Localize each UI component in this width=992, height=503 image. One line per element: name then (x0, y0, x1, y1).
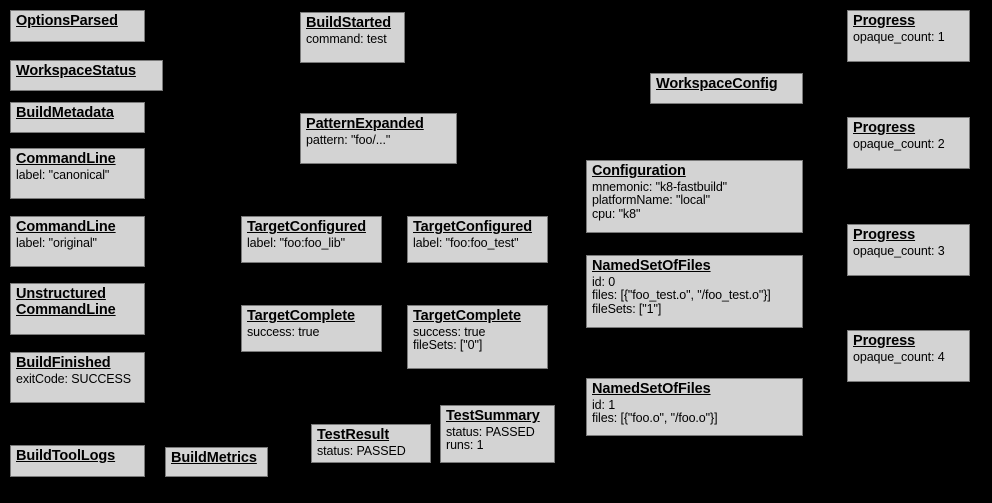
node-title: NamedSetOfFiles (592, 381, 711, 397)
node-field: label: "foo:foo_test" (413, 235, 519, 250)
node-fields: mnemonic: "k8-fastbuild"platformName: "l… (592, 179, 797, 222)
node-field: runs: 1 (446, 438, 484, 453)
node-field: cpu: "k8" (592, 206, 641, 221)
node-field: opaque_count: 2 (853, 136, 945, 151)
node-title: BuildToolLogs (16, 448, 116, 464)
node-fields: label: "canonical" (16, 167, 139, 183)
node-field: opaque_count: 1 (853, 29, 945, 44)
node-field: files: [{"foo.o", "/foo.o"}] (592, 411, 718, 426)
node-unstructured-command-line[interactable]: Unstructured CommandLine (10, 283, 145, 335)
node-title: Progress (853, 227, 916, 243)
node-fields: success: true (247, 324, 376, 340)
node-fields: label: "foo:foo_test" (413, 235, 542, 251)
node-fields: label: "original" (16, 235, 139, 251)
node-field: platformName: "local" (592, 193, 710, 208)
node-field: label: "original" (16, 235, 97, 250)
node-fields: command: test (306, 31, 399, 47)
node-title: TargetComplete (413, 308, 521, 324)
node-title: WorkspaceConfig (656, 76, 778, 92)
node-title: Progress (853, 13, 916, 29)
node-fields: status: PASSED (317, 443, 425, 459)
node-title: BuildMetadata (16, 105, 114, 121)
node-title: Progress (853, 120, 916, 136)
node-field: success: true (247, 324, 320, 339)
node-title: Configuration (592, 163, 686, 179)
node-title: BuildFinished (16, 355, 111, 371)
node-field: status: PASSED (446, 424, 535, 439)
node-field: label: "foo:foo_lib" (247, 235, 345, 250)
node-workspace-status[interactable]: WorkspaceStatus (10, 60, 163, 91)
node-field: id: 1 (592, 397, 616, 412)
node-title: TargetConfigured (413, 219, 532, 235)
node-field: files: [{"foo_test.o", "/foo_test.o"}] (592, 288, 771, 303)
node-title: TestResult (317, 427, 390, 443)
node-field: success: true (413, 324, 486, 339)
node-fields: pattern: "foo/..." (306, 132, 451, 148)
node-options-parsed[interactable]: OptionsParsed (10, 10, 145, 42)
node-field: opaque_count: 3 (853, 243, 945, 258)
node-title: Progress (853, 333, 916, 349)
node-title: Unstructured CommandLine (16, 286, 116, 318)
node-field: fileSets: ["0"] (413, 338, 483, 353)
node-title: PatternExpanded (306, 116, 424, 132)
node-field: status: PASSED (317, 443, 406, 458)
node-field: label: "canonical" (16, 167, 110, 182)
node-build-metadata[interactable]: BuildMetadata (10, 102, 145, 133)
node-field: mnemonic: "k8-fastbuild" (592, 179, 728, 194)
node-fields: opaque_count: 4 (853, 349, 964, 365)
node-title: TargetComplete (247, 308, 355, 324)
node-title: CommandLine (16, 219, 116, 235)
node-fields: opaque_count: 2 (853, 136, 964, 152)
node-title: WorkspaceStatus (16, 63, 136, 79)
node-title: OptionsParsed (16, 13, 118, 29)
node-build-metrics[interactable]: BuildMetrics (165, 447, 268, 477)
node-title: BuildMetrics (171, 450, 257, 466)
node-fields: opaque_count: 1 (853, 29, 964, 45)
node-field: command: test (306, 31, 387, 46)
node-field: id: 0 (592, 274, 616, 289)
node-title: BuildStarted (306, 15, 392, 31)
node-title: TestSummary (446, 408, 540, 424)
node-fields: exitCode: SUCCESS (16, 371, 139, 387)
node-title: CommandLine (16, 151, 116, 167)
node-title: TargetConfigured (247, 219, 366, 235)
node-workspace-config[interactable]: WorkspaceConfig (650, 73, 803, 104)
node-fields: label: "foo:foo_lib" (247, 235, 376, 251)
node-field: exitCode: SUCCESS (16, 371, 132, 386)
node-field: pattern: "foo/..." (306, 132, 391, 147)
node-field: fileSets: ["1"] (592, 301, 662, 316)
node-title: NamedSetOfFiles (592, 258, 711, 274)
node-fields: opaque_count: 3 (853, 243, 964, 259)
node-build-tool-logs[interactable]: BuildToolLogs (10, 445, 145, 477)
node-field: opaque_count: 4 (853, 349, 945, 364)
